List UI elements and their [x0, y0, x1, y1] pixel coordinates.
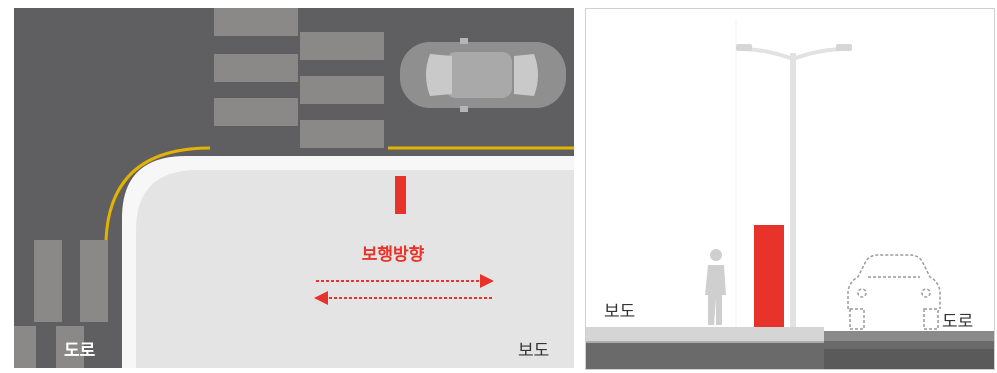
arrow-left-icon — [314, 291, 492, 305]
car-icon — [400, 38, 566, 112]
road-label: 도로 — [64, 341, 96, 361]
curb-edge — [824, 331, 994, 341]
bollard-icon — [395, 176, 406, 214]
sidewalk-label: 보도 — [518, 341, 549, 361]
crosswalk-left — [14, 240, 108, 368]
street-lamp-icon — [736, 44, 852, 327]
section-view-panel: 보도 도로 — [585, 8, 995, 371]
sidewalk-top — [586, 327, 824, 343]
car-outline-icon — [847, 254, 941, 330]
section-view-drawing: 보도 도로 — [586, 19, 994, 371]
plan-view-drawing: 보행방향 도로 보도 — [14, 8, 574, 368]
pedestrian-icon — [705, 249, 726, 325]
section-sidewalk-label: 보도 — [604, 302, 635, 322]
center-line-curve — [104, 146, 211, 241]
road-surface — [824, 349, 994, 371]
crosswalk-top — [214, 8, 384, 148]
bollard-icon — [754, 225, 784, 327]
plan-view-panel: 보행방향 도로 보도 — [14, 8, 574, 368]
arrow-right-icon — [316, 274, 494, 288]
sidewalk-surface — [136, 170, 574, 368]
section-road-label: 도로 — [942, 312, 973, 332]
walking-direction-label: 보행방향 — [362, 244, 425, 265]
